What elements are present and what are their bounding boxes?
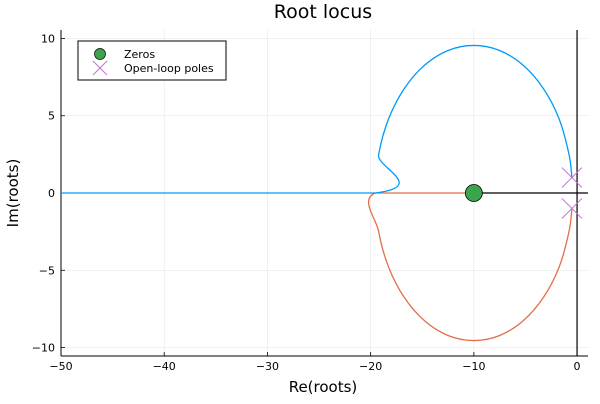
y-tick-label: 10: [41, 32, 55, 45]
legend-zero-marker: [94, 48, 106, 60]
locus-branch-1: [61, 44, 573, 194]
y-tick-label: −10: [32, 342, 55, 355]
x-tick-label: −20: [359, 360, 382, 373]
zero-marker: [464, 184, 483, 202]
legend-pole-cross: [92, 60, 108, 76]
x-tick-label: 0: [574, 360, 581, 373]
y-tick-label: 5: [48, 110, 55, 123]
x-tick-label: −30: [256, 360, 279, 373]
series-group: [61, 44, 573, 342]
pole-marker: [561, 198, 583, 219]
y-tick-label: 0: [48, 187, 55, 200]
legend-box: [77, 40, 227, 81]
legend-pole-marker: [92, 60, 108, 76]
legend: Zeros Open-loop poles: [77, 40, 227, 81]
reference-lines: [473, 30, 588, 356]
legend-poles-label: Open-loop poles: [124, 62, 214, 75]
cross-stroke: [561, 167, 583, 188]
pole-marker: [561, 167, 583, 188]
y-axis-label: Im(roots): [4, 159, 22, 228]
cross-stroke: [561, 198, 583, 219]
cross-stroke: [92, 60, 108, 76]
x-axis-label: Re(roots): [289, 378, 358, 396]
x-tick-label: −50: [49, 360, 72, 373]
chart-title: Root locus: [274, 1, 372, 23]
locus-branch-2: [368, 192, 573, 342]
y-tick-label: −5: [39, 264, 55, 277]
x-tick-label: −40: [153, 360, 176, 373]
markers-group: [464, 167, 583, 219]
x-tick-label: −10: [462, 360, 485, 373]
legend-zeros-label: Zeros: [124, 48, 155, 61]
